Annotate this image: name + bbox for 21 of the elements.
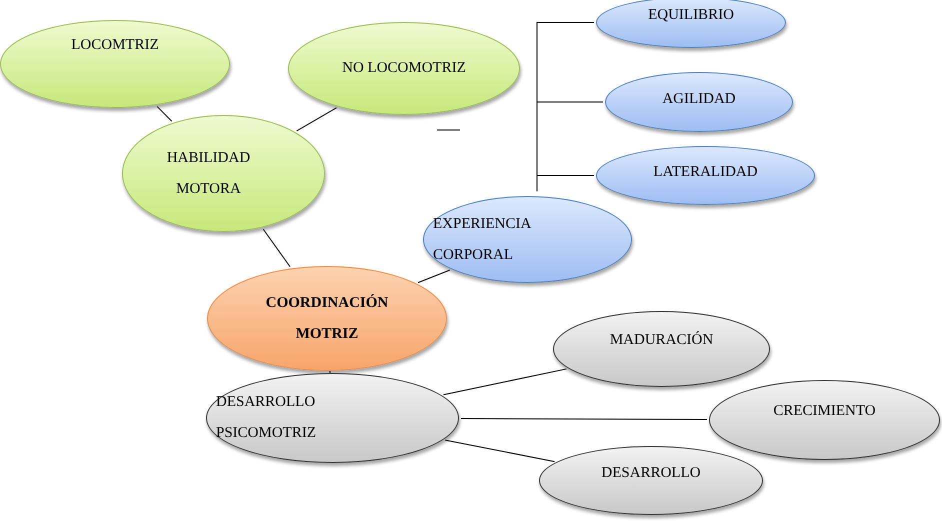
node-label: MADURACIÓN (610, 330, 714, 350)
node-label: DESARROLLO (601, 464, 701, 483)
node-label: DESARROLLO PSICOMOTRIZ (216, 393, 318, 443)
node-label: LOCOMTRIZ (71, 36, 159, 54)
node-label: HABILIDAD MOTORA (166, 148, 252, 198)
connector-line (460, 418, 708, 420)
node-label: CRECIMIENTO (773, 402, 876, 420)
node-label: EXPERIENCIA CORPORAL (433, 214, 532, 264)
connector-line (262, 228, 291, 268)
node-label: LATERALIDAD (653, 163, 758, 182)
node-label: AGILIDAD (662, 90, 736, 108)
node-label: COORDINACIÓN MOTRIZ (264, 293, 390, 344)
connector-line (156, 106, 172, 122)
connector-line (296, 107, 337, 132)
connector-line (418, 270, 450, 284)
node-label: EQUILIBRIO (648, 6, 734, 25)
connector-line (444, 440, 556, 462)
connector-line (329, 370, 330, 374)
connector-line (536, 175, 594, 192)
connector-line (442, 368, 567, 396)
node-label: NO LOCOMOTRIZ (342, 59, 466, 78)
